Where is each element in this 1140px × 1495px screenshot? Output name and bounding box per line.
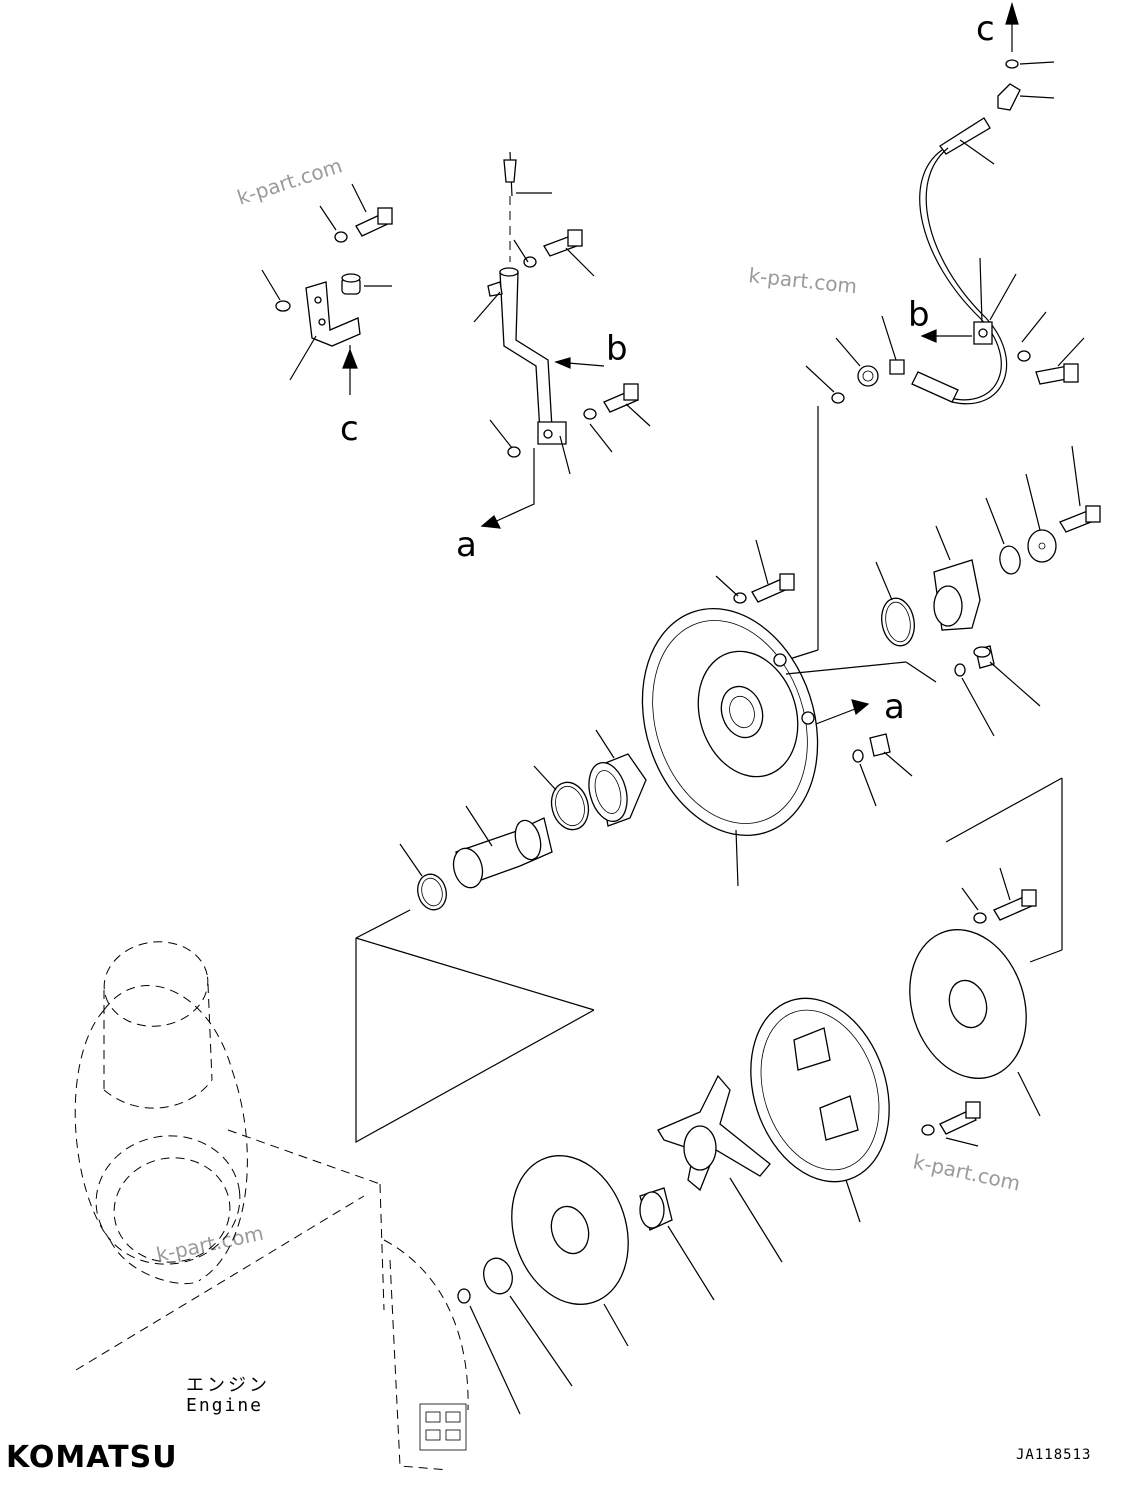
callout-b-left: b (606, 329, 628, 369)
engine-label-english: Engine (186, 1395, 264, 1416)
watermark-1: k-part.com (234, 153, 345, 209)
sensor-bracket-assembly: c (261, 183, 393, 449)
watermark-2: k-part.com (747, 263, 858, 298)
callout-c-left: c (340, 409, 359, 449)
pump-housing: a (641, 539, 937, 887)
watermark-3: k-part.com (154, 1221, 266, 1267)
engine-label-japanese: エンジン (186, 1375, 270, 1396)
dipstick-tube-assembly: b a (456, 151, 651, 565)
shaft-assembly (399, 729, 647, 911)
drawing-id: JA118513 (1016, 1447, 1092, 1463)
breather-hose-assembly: c b (779, 1, 1085, 663)
callout-b-right: b (908, 295, 930, 335)
engine-outline (74, 909, 595, 1471)
watermark-4: k-part.com (911, 1149, 1023, 1195)
brand-logo: KOMATSU (6, 1440, 178, 1475)
callout-a-right: a (884, 687, 905, 727)
coupling-assembly (457, 777, 1063, 1415)
callout-a-left: a (456, 525, 477, 565)
right-small-parts (852, 445, 1101, 807)
callout-c-right: c (976, 9, 995, 49)
